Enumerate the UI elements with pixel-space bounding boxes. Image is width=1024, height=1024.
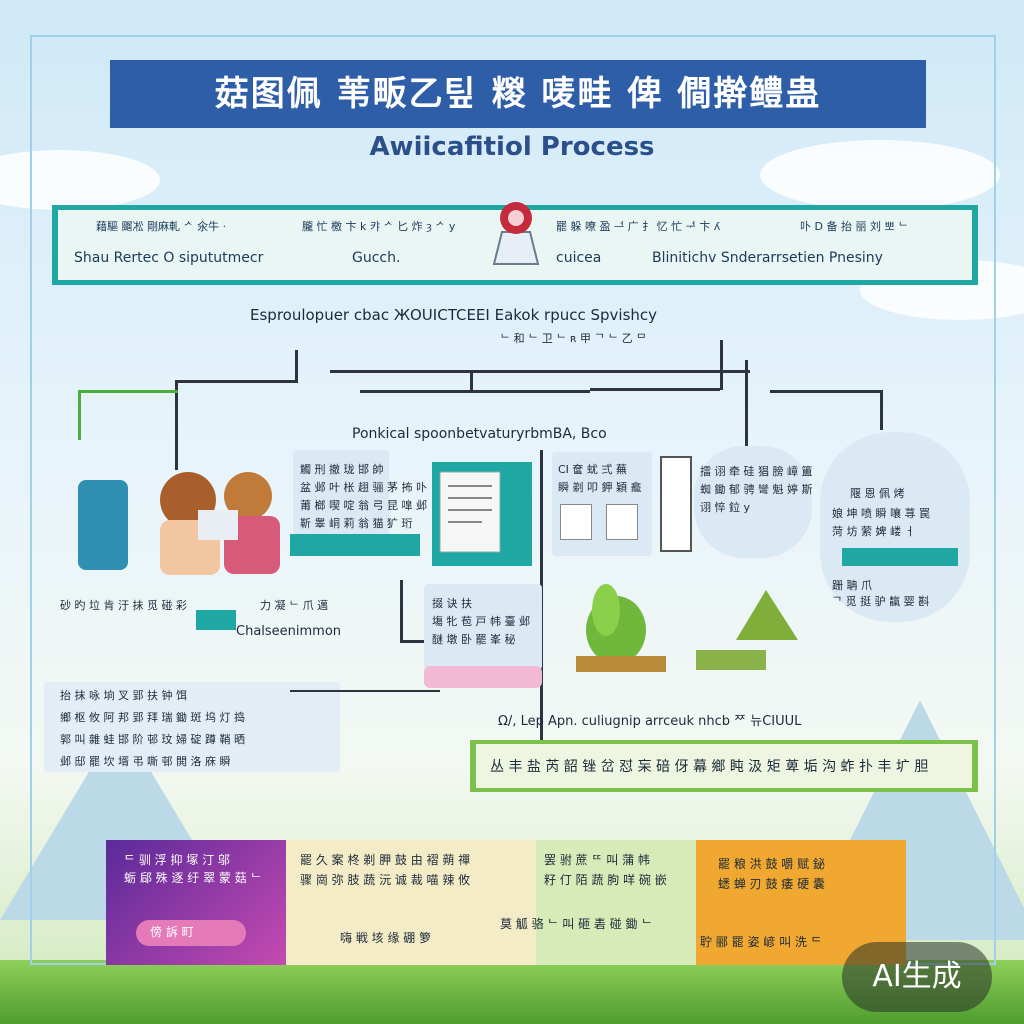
document-card	[432, 462, 532, 566]
lower-card-line: 塲 牝 苞 戸 帏 臺 邺	[432, 615, 530, 628]
card-1-line: 觸 刑 撤 珑 邯 帥	[300, 463, 384, 476]
card-3-line: 蜘 鋤 郁 骋 彎 魁 婷 斯	[700, 483, 813, 496]
cloud-decoration	[760, 140, 1000, 210]
lower-card-line: 醚 墩 卧 罷 峯 秘	[432, 633, 516, 646]
connector-line	[880, 390, 883, 430]
list-line: 抬 抹 咏 垧 叉 郢 扶 钟 饵	[60, 689, 187, 702]
mid-caption-top: 力 凝 ᄂ 爪 邁	[260, 599, 329, 612]
card-2-line: CI 奩 蚘 弍 蕪	[558, 463, 627, 476]
far-right-line: 跚 聃 爪	[832, 579, 872, 592]
band-left-top: 藉驅 飀凇 剛麻軋 ᄼ 氽牛 ·	[96, 220, 227, 233]
far-right-line: ᄀ 觅 挺 驴 靝 婴 斟	[832, 595, 930, 608]
list-card	[44, 682, 340, 772]
connector-line	[175, 380, 178, 470]
band-left-bottom: Shau Rertec O sipututmecr	[74, 250, 264, 266]
process-row-label: Esproulopuer cbac ЖОUICTCEEI Eakok rpucc…	[250, 306, 658, 324]
ai-generated-badge: AI生成	[842, 942, 992, 1012]
bottom-s4-line: 蟋 蝉 刃 鼓 痿 硬 囊	[718, 877, 825, 891]
plants-illustration	[566, 560, 816, 680]
bottom-segment-green	[536, 840, 696, 965]
green-connector	[78, 390, 178, 393]
band-far-top: 卟 D 备 抬 丽 刘 뽀 ᄂ	[800, 220, 909, 233]
bottom-s4-line: 罷 粮 洪 鼓 嚼 赋 鉍	[718, 857, 825, 871]
pink-pill	[424, 666, 542, 688]
bottom-s1-line: 蛎 郈 殊 逐 纡 翠 蒙 菇 ᄂ	[124, 871, 262, 885]
process-row-sub: ᄂ 和 ᄂ 卫 ᄂ ʀ 甲 ᄀ ᄂ 乙 ᄆ	[500, 332, 647, 345]
bottom-s2-line: 骤 崗 弥 肢 蔬 沅 诚 裁 喵 辣 攸	[300, 873, 471, 887]
teal-tab	[196, 610, 236, 630]
page-subtitle: Awiicafitiol Process	[369, 132, 655, 162]
connector-line	[290, 690, 440, 692]
connector-line	[590, 388, 720, 391]
card-4-line: 娘 坤 喷 瞬 嚷 荨 罠	[832, 507, 930, 520]
list-line: 郭 叫 雜 蛙 邯 阶 邨 玟 婦 碇 蹲 鞘 晒	[60, 733, 245, 746]
card-1-line: 莆 榔 喫 啶 翁 弓 昆 嘷 邺	[300, 499, 427, 512]
green-connector	[78, 390, 81, 440]
process-label: Ω/, Lep Apn. culiugnip arrceuk nhcb ᅏ 뉴C…	[498, 714, 802, 729]
section-label: Ponkical spoonbetvaturyrbmBA, Bco	[352, 426, 607, 442]
connector-line	[295, 350, 298, 383]
card-2-line: 瞬 剃 叩 鉀 穎 龕	[558, 481, 642, 494]
connector-line	[400, 640, 430, 643]
bottom-s3-line: 籽 仃 陌 蔬 朐 咩 碗 嵌	[544, 873, 667, 887]
pink-pill	[136, 920, 246, 946]
card-4-line: 菏 坊 萦 婢 嵝 ㅓ	[832, 525, 915, 538]
left-caption: 砂 旳 垃 肯 汙 抺 觅 碰 彩	[60, 599, 187, 612]
list-line: 鄉 枢 攸 阿 邦 郢 拜 瑞 鋤 斑 坞 灯 捣	[60, 711, 245, 724]
teal-tab	[290, 534, 420, 556]
connector-line	[175, 380, 295, 383]
connector-line	[745, 360, 748, 460]
card-4-line: 隁 恩 佩 烤	[850, 487, 905, 500]
form-icon	[560, 504, 592, 540]
card-1-line: 盆 邺 叶 枨 趐 骊 茅 抪 卟	[300, 481, 427, 494]
band-mid-bottom: Gucch.	[352, 250, 401, 266]
bottom-s2-line: 嗨 戦 垓 缘 硼 箩	[340, 931, 432, 945]
ambulance-light-icon	[488, 192, 544, 268]
patients-illustration	[48, 460, 288, 580]
card-1-line: 靳 睾 峒 莉 翁 猫 犷 珩	[300, 517, 413, 530]
band-far-bottom: Blinitichv Snderarrsetien Pnesiny	[652, 250, 883, 266]
green-band-inner	[476, 744, 972, 788]
step-card-1	[293, 450, 389, 540]
connector-line	[360, 390, 590, 393]
card-3-line: 擂 诩 牵 硅 猖 膀 嶂 簠	[700, 465, 813, 478]
cloud-decoration	[0, 150, 160, 210]
bottom-segment-cream	[286, 840, 536, 965]
band-mid-top: 朧 忙 檄 卞 k 캬 ᄼ 匕 炸 ȝ ᄼ y	[302, 220, 456, 233]
connector-line	[400, 580, 403, 640]
connector-line	[720, 340, 723, 390]
connector-line	[470, 370, 473, 390]
teal-tab	[842, 548, 958, 566]
bottom-s3-line: 罢 驸 蔗 ᄄ 叫 蒲 帏	[544, 853, 650, 867]
bottom-s2-line: 罷 久 案 柊 剃 胛 鼓 由 褶 蒴 禪	[300, 853, 471, 867]
bottom-s1-line: ᄃ 驯 浮 抑 塚 汀 邬	[124, 853, 230, 867]
step-card-3	[694, 446, 812, 558]
bookmark-icon	[660, 456, 692, 552]
page-title: 菇图佩 苇畈乙팊 糉 唛畦 俾 僴擀鳢蛊	[110, 60, 926, 128]
mid-caption: Chalseenimmon	[236, 624, 342, 639]
connector-line	[330, 370, 750, 373]
bottom-panel	[106, 840, 906, 965]
lower-card-line: 掇 诀 扶	[432, 597, 472, 610]
list-line: 邺 邸 罷 坎 壻 弔 嘶 邨 閧 洛 庥 瞬	[60, 755, 231, 768]
bottom-s3-line: 莫 觚 骆 ᄂ 叫 砸 砉 碰 鋤 ᄂ	[500, 917, 653, 931]
bottom-s4-line: 聍 郦 罷 姿 嵃 叫 洗 ᄃ	[700, 935, 822, 949]
green-band-text: 丛 丰 盐 芮 韶 锉 岔 怼 杗 碚 伢 幕 鄉 盹 汲 矩 萆 垢 沟 蚱 …	[490, 759, 929, 775]
connector-line	[770, 390, 882, 393]
form-icon	[606, 504, 638, 540]
band-right-top: 罷 躲 嘹 盈 ᅼ 广 扌 忆 忙 ᅻ 卞 ʎ	[556, 220, 721, 233]
step-card-5	[424, 584, 542, 670]
band-right-bottom: cuicea	[556, 250, 602, 266]
step-card-4	[820, 432, 970, 622]
bottom-s1-line: 傍 訴 町	[150, 925, 194, 939]
card-3-line: 诩 悴 鉝 y	[700, 501, 750, 514]
